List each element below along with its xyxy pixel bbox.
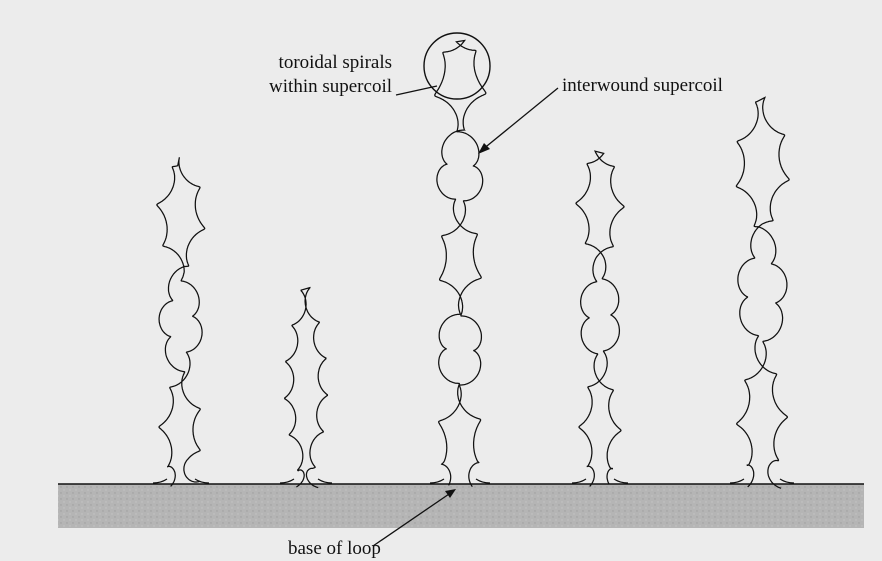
base-of-loop-label: base of loop bbox=[288, 537, 381, 561]
chromatin-surface bbox=[58, 484, 864, 528]
toroidal-label-line-1: toroidal spirals bbox=[269, 51, 392, 75]
toroidal-spirals-label: toroidal spirals within supercoil bbox=[269, 51, 392, 99]
interwound-supercoil-label: interwound supercoil bbox=[562, 74, 723, 98]
toroidal-label-line-2: within supercoil bbox=[269, 75, 392, 99]
